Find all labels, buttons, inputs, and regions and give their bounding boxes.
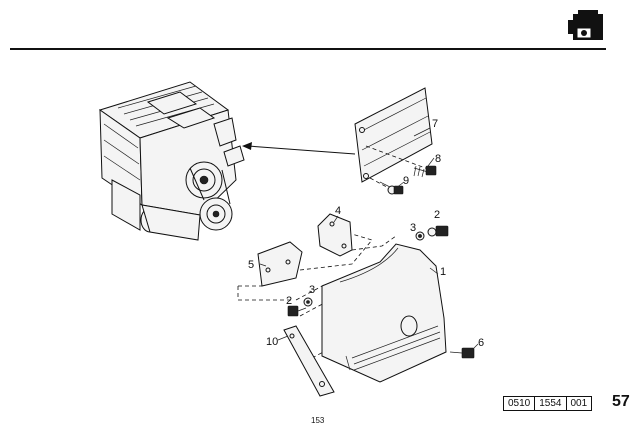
callout-3-upper: 3 bbox=[410, 222, 416, 234]
doc-code-part-1: 0510 bbox=[504, 397, 536, 410]
callout-8: 8 bbox=[435, 153, 441, 165]
callout-7: 7 bbox=[432, 118, 438, 130]
callout-2-lower: 2 bbox=[286, 295, 292, 307]
callout-9: 9 bbox=[403, 175, 409, 187]
assembly-arrow bbox=[242, 142, 356, 155]
part-3-washer-lower bbox=[303, 297, 313, 307]
part-3-washer-upper bbox=[415, 231, 425, 241]
doc-code-part-2: 1554 bbox=[535, 397, 567, 410]
footer-number: 153 bbox=[311, 416, 325, 425]
callout-10: 10 bbox=[266, 336, 278, 348]
part-7-cover-plate bbox=[354, 87, 437, 193]
callout-4: 4 bbox=[335, 205, 341, 217]
part-4-bracket bbox=[317, 213, 353, 257]
callout-6: 6 bbox=[478, 337, 484, 349]
doc-code-part-3: 001 bbox=[570, 398, 588, 409]
part-1-main-cover bbox=[321, 243, 447, 383]
part-6-bolt bbox=[449, 347, 475, 359]
engine-assembly bbox=[98, 81, 245, 241]
header-rule bbox=[10, 48, 606, 50]
page-number: 57 bbox=[612, 393, 630, 410]
engine-icon bbox=[568, 10, 603, 40]
leader-lines bbox=[259, 127, 479, 351]
part-5-bracket bbox=[257, 241, 303, 287]
part-2-bolt-upper bbox=[427, 225, 449, 237]
part-9-bolt bbox=[379, 181, 404, 195]
document-code: 0510 1554 001 bbox=[503, 396, 593, 411]
callout-2-upper: 2 bbox=[434, 209, 440, 221]
part-8-bolt bbox=[413, 165, 437, 178]
callout-3-lower: 3 bbox=[309, 284, 315, 296]
callout-5: 5 bbox=[248, 259, 254, 271]
part-2-bolt-lower bbox=[287, 305, 307, 317]
part-10-plate bbox=[283, 325, 335, 397]
callout-1: 1 bbox=[440, 266, 446, 278]
